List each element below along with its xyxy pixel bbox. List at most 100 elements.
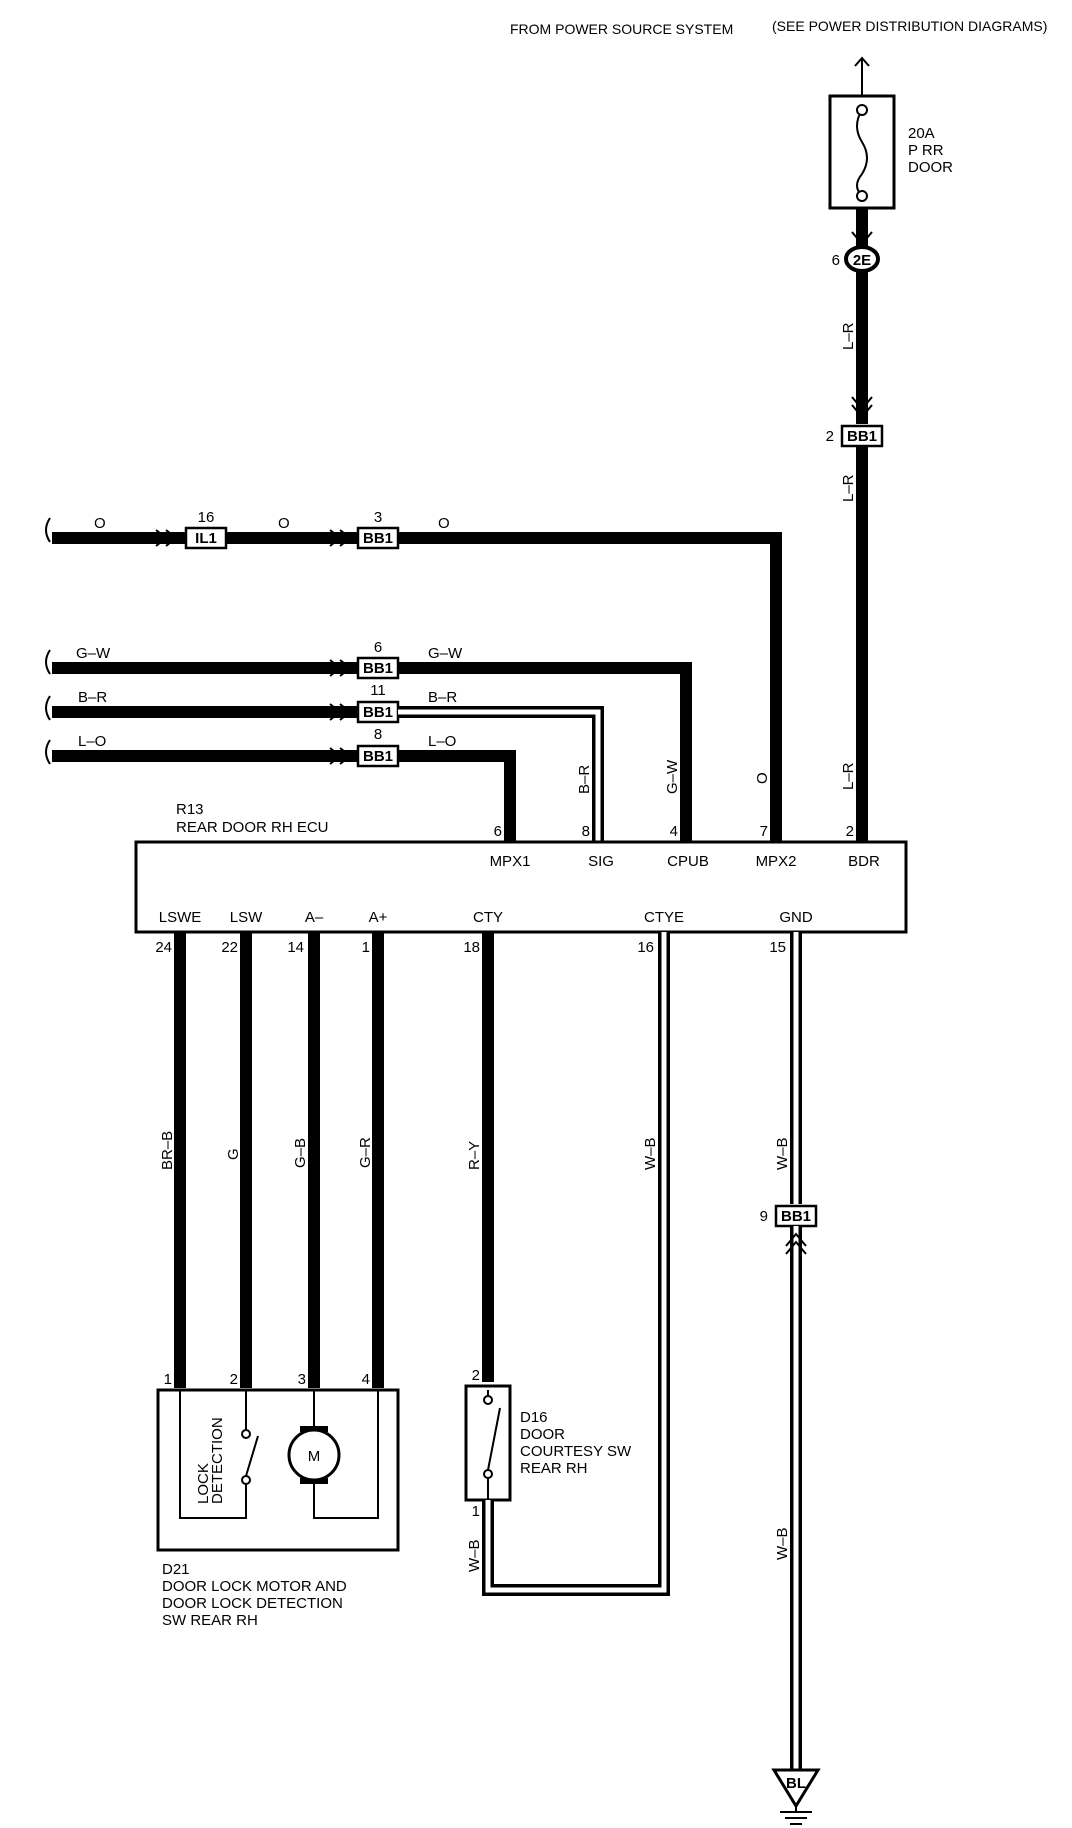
ground-point-bl [771, 1768, 821, 1809]
rear-door-ecu-box [134, 840, 908, 934]
ecu-bottom-pin-a-plus: A+ 1 [362, 909, 388, 956]
lr-wire-label-upper: L–R [840, 322, 857, 350]
lr-wire-label-mid: L–R [840, 474, 857, 502]
g-wire-label: G [225, 1148, 242, 1160]
d16-contact-top [483, 1395, 493, 1405]
r-y-wire-label: R–Y [466, 1141, 483, 1170]
d16-pin-top: 2 [472, 1367, 480, 1384]
ecu-pin-number: 16 [637, 939, 654, 956]
ctye-w-b-wire-label: W–B [642, 1137, 659, 1170]
d21-name-line3: SW REAR RH [162, 1612, 258, 1629]
bb1-gnd-id: BB1 [781, 1208, 811, 1225]
gnd-w-b-wire-label-upper: W–B [774, 1137, 791, 1170]
bb1-gw-id: BB1 [363, 660, 393, 677]
ecu-pin-label: SIG [588, 853, 614, 870]
ecu-pin-number: 22 [221, 939, 238, 956]
d21-name-line2: DOOR LOCK DETECTION [162, 1595, 343, 1612]
ecu-top-pin-cpub: 4 CPUB [667, 823, 709, 870]
gnd-wire-arrow [785, 1232, 807, 1255]
ecu-bottom-pin-lsw: LSW 22 [221, 909, 263, 956]
br-b-wire-label: BR–B [159, 1131, 176, 1170]
d21-id: D21 [162, 1561, 190, 1578]
ecu-bottom-pin-a-minus: A– 14 [287, 909, 324, 956]
d16-name-line1: DOOR [520, 1426, 565, 1443]
br-wire-label-2: B–R [428, 689, 457, 706]
d21-pin-4: 4 [362, 1371, 370, 1388]
d21-switch-contact-bottom [241, 1475, 251, 1485]
ecu-pin-number: 14 [287, 939, 304, 956]
lo-wire-to-mpx1 [398, 750, 516, 842]
bb1-top-id: BB1 [847, 428, 877, 445]
junction-2e-pin: 6 [832, 252, 840, 269]
fuse-terminal-bottom [856, 190, 868, 202]
o-wire-arrow2 [329, 529, 352, 547]
ecu-pin-label: A+ [369, 909, 388, 926]
d16-w-b-wire-label: W–B [466, 1539, 483, 1572]
d21-pin-labels: 1 2 3 4 [164, 1371, 370, 1388]
gw-wire-arrow [329, 659, 352, 677]
d21-pin-3: 3 [298, 1371, 306, 1388]
lo-wire-break [45, 739, 51, 765]
ecu-pin-label: CTYE [644, 909, 684, 926]
ecu-name: REAR DOOR RH ECU [176, 819, 329, 836]
ecu-bottom-pin-gnd: GND 15 [769, 909, 813, 956]
ecu-pin-number: 15 [769, 939, 786, 956]
gnd-w-b-wire-label-lower: W–B [774, 1527, 791, 1560]
br-wire-break [45, 695, 51, 721]
d21-switch-contact-top [241, 1429, 251, 1439]
gw-wire-label-2: G–W [428, 645, 463, 662]
d21-door-lock-motor-box [156, 1388, 400, 1552]
fuse-name-line1: P RR [908, 142, 944, 159]
d21-lock-label: LOCK [195, 1463, 212, 1504]
power-distribution-note: (SEE POWER DISTRIBUTION DIAGRAMS) [772, 18, 1047, 34]
br-wire-arrow [329, 703, 352, 721]
ecu-pin-number: 18 [463, 939, 480, 956]
lo-wire-label-2: L–O [428, 733, 456, 750]
d16-id: D16 [520, 1409, 548, 1426]
ecu-id: R13 [176, 801, 204, 818]
o-wire-arrow1 [155, 529, 178, 547]
il1-pin: 16 [198, 509, 215, 526]
br-wire-label-1: B–R [78, 689, 107, 706]
ecu-pin-label: CPUB [667, 853, 709, 870]
bb1-br-id: BB1 [363, 704, 393, 721]
ecu-pin-number: 7 [760, 823, 768, 840]
d21-pin-1: 1 [164, 1371, 172, 1388]
d16-contact-bottom [483, 1469, 493, 1479]
bb1-top-pin: 2 [826, 428, 834, 445]
d21-lock-switch-circuit [179, 1390, 247, 1519]
o-wire-label-2: O [278, 515, 290, 532]
power-source-label: FROM POWER SOURCE SYSTEM [510, 21, 733, 37]
ecu-bottom-pin-ctye: CTYE 16 [637, 909, 684, 956]
fuse-to-2e-arrow [851, 231, 873, 246]
d16-pin-bottom: 1 [472, 1503, 480, 1520]
bb1-lo-pin: 8 [374, 726, 382, 743]
ecu-pin-number: 8 [582, 823, 590, 840]
ecu-pin-label: BDR [848, 853, 880, 870]
d21-pin-2: 2 [230, 1371, 238, 1388]
g-b-wire-label: G–B [292, 1138, 309, 1168]
d21-name-line1: DOOR LOCK MOTOR AND [162, 1578, 347, 1595]
gw-wire-break [45, 649, 51, 675]
o-wire-label-4: O [754, 772, 771, 784]
gw-wire-to-cpub [398, 662, 692, 842]
motor-label: M [308, 1448, 321, 1465]
ecu-pin-label: MPX1 [490, 853, 531, 870]
fuse-rating: 20A [908, 125, 935, 142]
o-wire-label-1: O [94, 515, 106, 532]
o-wire-label-3: O [438, 515, 450, 532]
ecu-bottom-pin-cty: CTY 18 [463, 909, 503, 956]
ecu-top-pin-sig: 8 SIG [582, 823, 614, 870]
d21-motor-circuit [313, 1390, 379, 1519]
ecu-pin-label: MPX2 [756, 853, 797, 870]
gw-wire-label-1: G–W [76, 645, 111, 662]
lr-wire-label-lower: L–R [840, 762, 857, 790]
bb1-o-id: BB1 [363, 530, 393, 547]
o-wire-break [45, 517, 51, 543]
ecu-pin-number: 1 [362, 939, 370, 956]
fuse-terminal-top [856, 104, 868, 116]
bb1-o-pin: 3 [374, 509, 382, 526]
motor-icon [287, 1428, 341, 1482]
bb1-gw-pin: 6 [374, 639, 382, 656]
